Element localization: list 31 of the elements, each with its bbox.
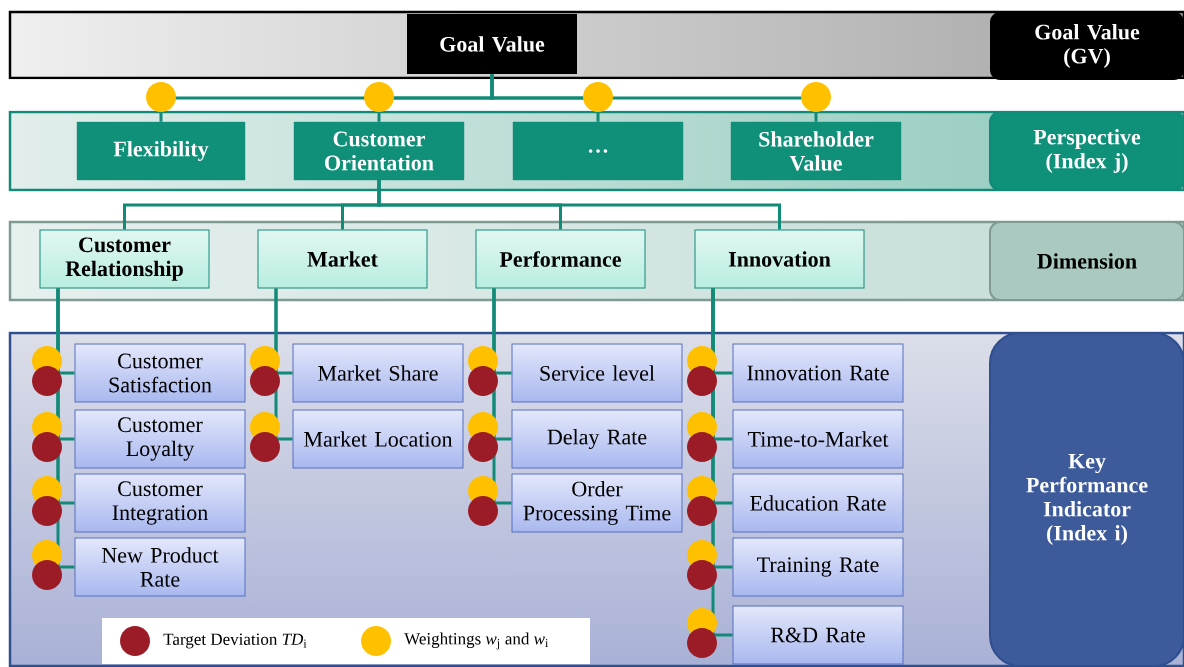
indicator-box: Market Location — [292, 409, 464, 469]
goal-box: Goal Value — [407, 14, 577, 74]
indicator-box: Training Rate — [732, 537, 904, 597]
level-tab: Dimension — [989, 221, 1184, 301]
indicator-box: R&D Rate — [732, 605, 904, 665]
perspective-box: … — [512, 121, 684, 181]
dimension-box: Innovation — [694, 229, 865, 289]
indicator-box: Customer Integration — [74, 473, 246, 533]
legend-text: Target Deviation TD$_{i}$ — [163, 633, 307, 649]
connector-line — [377, 180, 781, 230]
level-tab: Goal Value (GV) — [990, 12, 1184, 80]
indicator-box: Time-to-Market — [732, 409, 904, 469]
level-tab: Key Performance Indicator (Index i) — [989, 332, 1184, 667]
indicator-box: Innovation Rate — [732, 343, 904, 403]
dimension-box: Market — [257, 229, 428, 289]
node-label: Goal Value — [440, 36, 545, 52]
perspective-box: Customer Orientation — [293, 121, 465, 181]
perspective-box: Flexibility — [76, 121, 246, 181]
indicator-box: Market Share — [292, 343, 464, 403]
indicator-box: Service level — [511, 343, 683, 403]
dimension-box: Performance — [475, 229, 646, 289]
indicator-box: New Product Rate — [74, 537, 246, 597]
dimension-box: Customer Relationship — [39, 229, 210, 289]
indicator-box: Customer Satisfaction — [74, 343, 246, 403]
legend-text: Weightings w$_{j}$ and w$_{i}$ — [404, 632, 549, 650]
indicator-box: Delay Rate — [511, 409, 683, 469]
indicator-box: Order Processing Time — [511, 473, 683, 533]
perspective-box: Shareholder Value — [730, 121, 902, 181]
level-tab: Perspective (Index j) — [989, 111, 1184, 191]
indicator-box: Education Rate — [732, 473, 904, 533]
indicator-box: Customer Loyalty — [74, 409, 246, 469]
